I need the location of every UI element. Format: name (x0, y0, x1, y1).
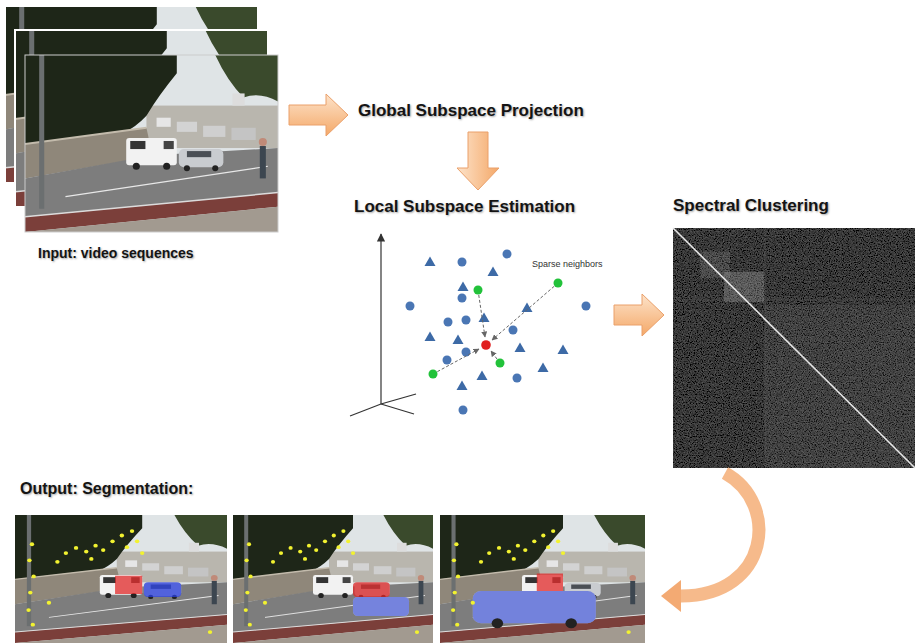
flow-arrow (457, 132, 499, 190)
flow-arrow (614, 294, 664, 336)
input-frames: Input: video sequences (5, 5, 285, 267)
annotation-label: Sparse neighbors (532, 259, 603, 270)
segmentation-frames (15, 515, 645, 643)
step-title: Output: Segmentation: (20, 479, 193, 498)
step-title: Global Subspace Projection (358, 101, 584, 121)
process-step: Local Subspace Estimation (348, 194, 610, 422)
process-step: Spectral Clustering (668, 193, 915, 470)
flow-arrow (289, 94, 348, 136)
video-frames (5, 6, 278, 232)
output-panel: Output: Segmentation: (12, 476, 657, 643)
process-step: Global Subspace Projection (352, 97, 590, 128)
step-title: Local Subspace Estimation (354, 197, 575, 217)
flow-arrow (661, 473, 759, 612)
affinity-matrix (673, 228, 915, 468)
step-title: Spectral Clustering (673, 196, 829, 216)
step-title: Input: video sequences (38, 245, 194, 262)
